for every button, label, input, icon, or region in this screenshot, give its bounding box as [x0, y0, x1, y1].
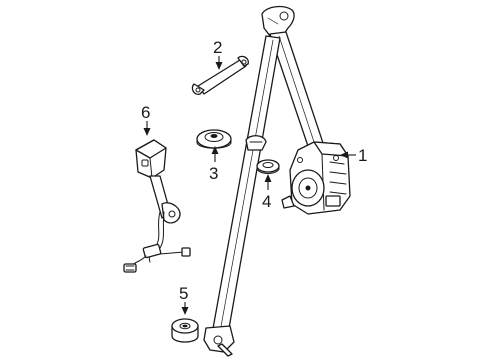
- callout-3: 3: [209, 164, 218, 183]
- retractor: [281, 141, 351, 215]
- callout-5: 5: [179, 284, 188, 303]
- guide-bracket: [191, 55, 249, 95]
- anchor-spacer: [171, 318, 199, 343]
- leader-lines: [143, 56, 356, 315]
- callout-labels: 1 2 3 4 5 6: [141, 38, 367, 303]
- belt-webbing: [203, 5, 325, 357]
- callout-4: 4: [262, 192, 271, 211]
- callout-1: 1: [358, 146, 367, 165]
- callout-2: 2: [213, 38, 222, 57]
- anchor-cover-large: [196, 129, 232, 149]
- callout-6: 6: [141, 103, 150, 122]
- anchor-cover-small: [256, 159, 280, 174]
- buckle: [123, 139, 191, 273]
